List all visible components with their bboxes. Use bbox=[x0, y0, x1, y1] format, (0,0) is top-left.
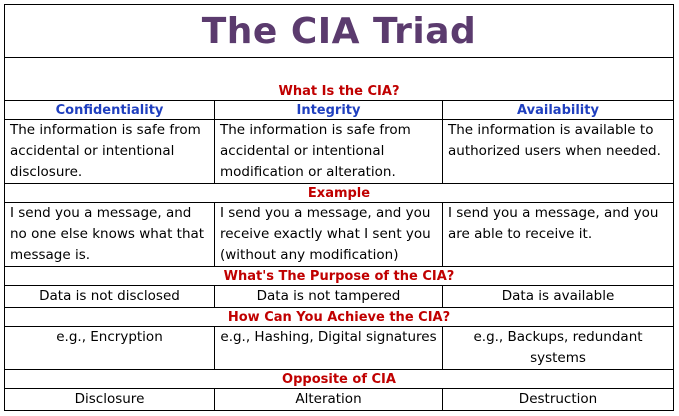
opposite-row: Disclosure Alteration Destruction bbox=[4, 388, 675, 411]
achieve-availability-cell: e.g., Backups, redundant systems bbox=[441, 326, 675, 370]
cia-triad-document: The CIA Triad What Is the CIA? Confident… bbox=[3, 4, 675, 411]
cia-triad-table: The CIA Triad What Is the CIA? Confident… bbox=[3, 4, 675, 411]
example-integrity-cell: I send you a message, and you receive ex… bbox=[214, 202, 443, 267]
section-row-what: What Is the CIA? bbox=[3, 82, 675, 101]
what-confidentiality-cell: The information is safe from accidental … bbox=[4, 119, 215, 184]
opposite-integrity-cell: Alteration bbox=[214, 388, 443, 411]
achieve-confidentiality-cell: e.g., Encryption bbox=[4, 326, 215, 370]
achieve-row: e.g., Encryption e.g., Hashing, Digital … bbox=[4, 326, 675, 370]
section-row-opposite: Opposite of CIA bbox=[3, 369, 675, 389]
opposite-availability-cell: Destruction bbox=[441, 388, 675, 411]
title-row: The CIA Triad bbox=[3, 4, 675, 58]
document-title: The CIA Triad bbox=[3, 4, 675, 58]
column-heading-confidentiality: Confidentiality bbox=[4, 100, 215, 120]
section-heading-example: Example bbox=[3, 183, 675, 203]
section-heading-opposite: Opposite of CIA bbox=[3, 369, 675, 389]
purpose-availability-cell: Data is available bbox=[441, 285, 675, 308]
purpose-confidentiality-cell: Data is not disclosed bbox=[4, 285, 215, 308]
section-row-purpose: What's The Purpose of the CIA? bbox=[3, 266, 675, 286]
example-confidentiality-cell: I send you a message, and no one else kn… bbox=[4, 202, 215, 267]
section-heading-what: What Is the CIA? bbox=[3, 82, 675, 101]
section-row-achieve: How Can You Achieve the CIA? bbox=[3, 307, 675, 327]
what-availability-cell: The information is available to authoriz… bbox=[441, 119, 675, 184]
what-row: The information is safe from accidental … bbox=[4, 119, 675, 184]
column-header-row: Confidentiality Integrity Availability bbox=[4, 100, 675, 120]
what-integrity-cell: The information is safe from accidental … bbox=[214, 119, 443, 184]
spacer-row bbox=[3, 57, 675, 82]
example-availability-cell: I send you a message, and you are able t… bbox=[441, 202, 675, 267]
empty-spacer-cell bbox=[3, 57, 675, 82]
purpose-integrity-cell: Data is not tampered bbox=[214, 285, 443, 308]
example-row: I send you a message, and no one else kn… bbox=[4, 202, 675, 267]
opposite-confidentiality-cell: Disclosure bbox=[4, 388, 215, 411]
section-heading-achieve: How Can You Achieve the CIA? bbox=[3, 307, 675, 327]
column-heading-integrity: Integrity bbox=[214, 100, 443, 120]
purpose-row: Data is not disclosed Data is not tamper… bbox=[4, 285, 675, 308]
achieve-integrity-cell: e.g., Hashing, Digital signatures bbox=[214, 326, 443, 370]
section-row-example: Example bbox=[3, 183, 675, 203]
section-heading-purpose: What's The Purpose of the CIA? bbox=[3, 266, 675, 286]
column-heading-availability: Availability bbox=[441, 100, 675, 120]
